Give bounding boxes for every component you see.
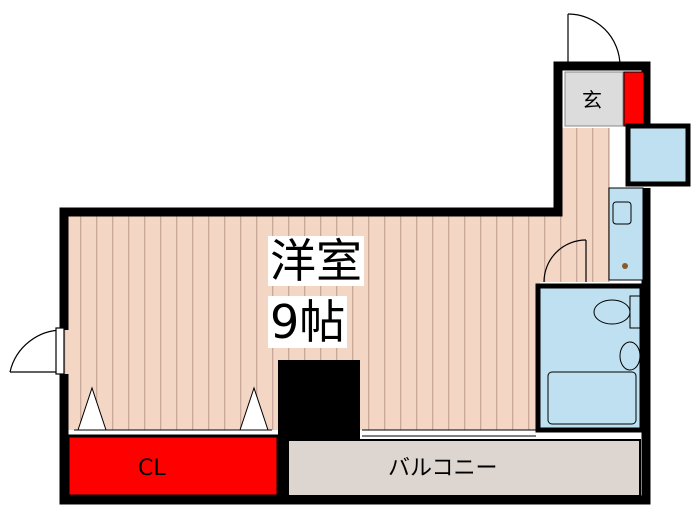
bathroom-unit bbox=[535, 283, 645, 433]
stove-icon bbox=[622, 263, 628, 269]
bathtub-icon bbox=[547, 371, 637, 425]
side-door bbox=[9, 327, 65, 375]
closet-doors bbox=[74, 386, 272, 431]
fridge-space bbox=[625, 123, 691, 187]
balcony bbox=[287, 439, 641, 497]
shoe-cabinet bbox=[623, 71, 645, 127]
toilet-icon bbox=[593, 299, 631, 325]
bathroom-door bbox=[543, 239, 587, 283]
balcony-window bbox=[362, 429, 536, 437]
entrance-door bbox=[567, 13, 621, 67]
balcony-label: バルコニー bbox=[388, 456, 498, 481]
closet-label: CL bbox=[138, 456, 166, 481]
washbasin-icon bbox=[619, 341, 641, 371]
entrance-area bbox=[564, 71, 624, 127]
room-size: 9帖 bbox=[268, 295, 348, 349]
closet bbox=[66, 434, 280, 498]
entrance-label: 玄 bbox=[582, 88, 602, 112]
sink-icon bbox=[612, 201, 632, 225]
exterior-walls bbox=[59, 61, 651, 505]
room-name: 洋室 bbox=[268, 234, 364, 288]
